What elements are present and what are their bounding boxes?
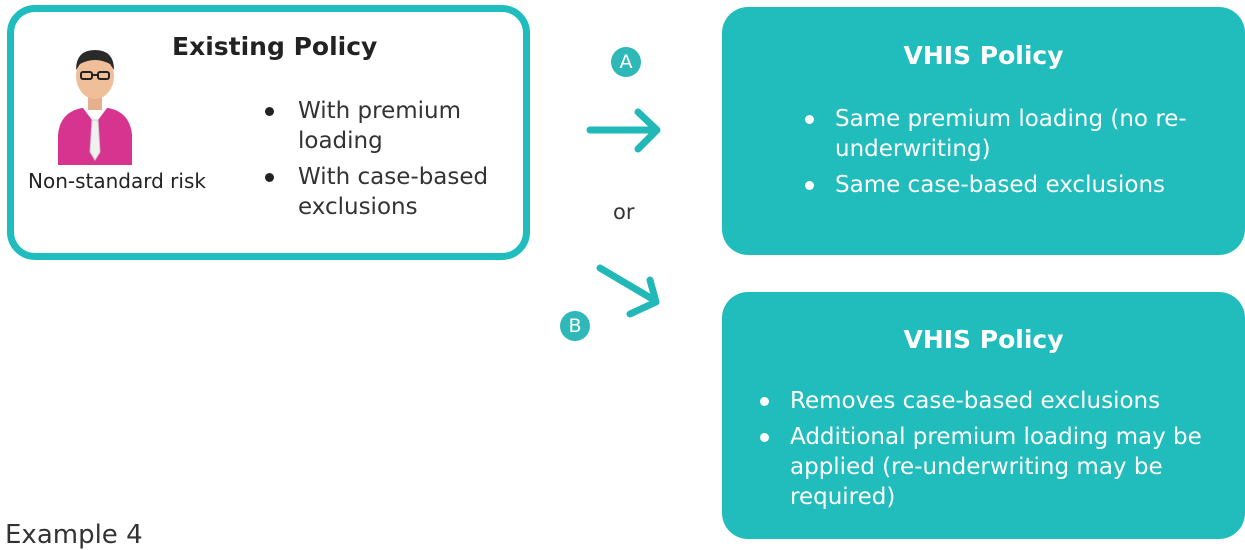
list-item: With case-based exclusions bbox=[262, 162, 512, 222]
vhis-policy-a-list: Same premium loading (no re-underwriting… bbox=[805, 104, 1225, 206]
vhis-policy-a-box: VHIS Policy Same premium loading (no re-… bbox=[722, 7, 1245, 255]
option-b-marker: B bbox=[560, 311, 590, 341]
arrow-right-icon bbox=[586, 108, 661, 153]
list-item: Removes case-based exclusions bbox=[760, 386, 1230, 416]
existing-policy-title: Existing Policy bbox=[172, 32, 378, 61]
person-icon bbox=[58, 50, 132, 165]
list-item: Same premium loading (no re-underwriting… bbox=[805, 104, 1225, 164]
person-caption: Non-standard risk bbox=[28, 169, 206, 193]
vhis-policy-b-title: VHIS Policy bbox=[903, 325, 1064, 354]
list-item: With premium loading bbox=[262, 96, 512, 156]
list-item: Additional premium loading may be applie… bbox=[760, 422, 1230, 512]
or-connector-text: or bbox=[613, 200, 635, 224]
vhis-policy-b-list: Removes case-based exclusions Additional… bbox=[760, 386, 1230, 518]
example-label: Example 4 bbox=[5, 520, 143, 550]
vhis-policy-b-box: VHIS Policy Removes case-based exclusion… bbox=[722, 292, 1245, 539]
option-a-marker: A bbox=[611, 47, 641, 77]
list-item: Same case-based exclusions bbox=[805, 170, 1225, 200]
vhis-policy-a-title: VHIS Policy bbox=[903, 41, 1064, 70]
arrow-down-right-icon bbox=[596, 264, 660, 318]
existing-policy-list: With premium loading With case-based exc… bbox=[262, 96, 512, 228]
